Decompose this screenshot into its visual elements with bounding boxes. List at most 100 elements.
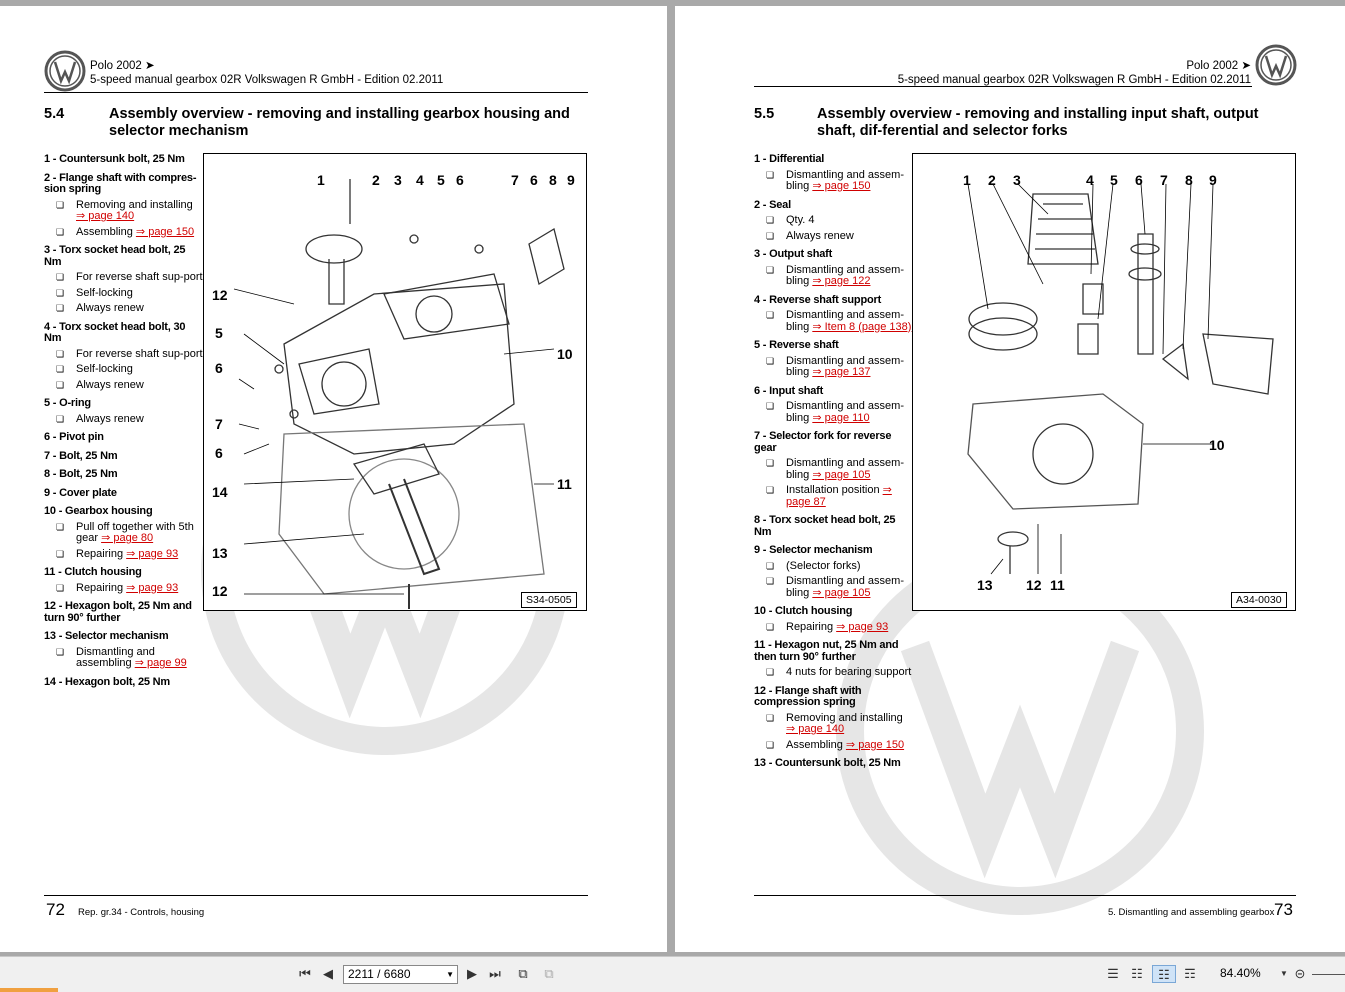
callout-5: 5 xyxy=(437,172,445,188)
callout-4: 4 xyxy=(1086,172,1094,188)
go-forward-icon: ⧉ xyxy=(544,966,554,981)
page-link[interactable]: ⇒ page 93 xyxy=(126,581,179,594)
callout-10: 10 xyxy=(1209,437,1225,453)
continuous-facing-view-button[interactable]: ☶ xyxy=(1181,965,1199,983)
first-page-button[interactable]: ⏮ xyxy=(296,965,314,983)
sub-item-text: Always renew xyxy=(786,229,854,242)
first-page-icon: ⏮ xyxy=(299,966,311,981)
callout-1: 1 xyxy=(317,172,325,188)
list-item-title: 3 - Torx socket head bolt, 25 Nm xyxy=(44,244,186,268)
callout-13: 13 xyxy=(977,577,993,593)
callout-5b: 5 xyxy=(215,325,223,341)
callout-1: 1 xyxy=(963,172,971,188)
figure-label: S34-0505 xyxy=(521,592,577,608)
sub-item-text: Removing and installing xyxy=(76,198,193,211)
page-link[interactable]: ⇒ page 105 xyxy=(812,468,871,481)
sub-item-text: (Selector forks) xyxy=(786,559,861,572)
go-forward-button[interactable]: ⧉ xyxy=(539,965,559,983)
list-item-title: 14 - Hexagon bolt, 25 Nm xyxy=(44,675,171,688)
chevron-down-icon[interactable]: ▼ xyxy=(446,970,454,979)
list-sub-item: Installation position ⇒ page 87 xyxy=(754,484,914,508)
callout-12: 12 xyxy=(212,287,228,303)
sub-item-text: Dismantling and assem-bling xyxy=(786,575,904,599)
callout-12b: 12 xyxy=(212,583,228,599)
callout-10: 10 xyxy=(557,346,573,362)
page-link[interactable]: ⇒ page 80 xyxy=(101,532,154,544)
section-number: 5.5 xyxy=(754,106,775,122)
list-item-title: 9 - Cover plate xyxy=(44,486,117,499)
zoom-level[interactable]: 84.40% xyxy=(1220,966,1261,980)
last-page-button[interactable]: ⏭ xyxy=(486,965,504,983)
go-back-button[interactable]: ⧉ xyxy=(513,965,533,983)
zoom-dropdown-button[interactable]: ▼ xyxy=(1278,965,1290,983)
list-sub-item: Dismantling and assem-bling ⇒ Item 8 (pa… xyxy=(754,309,914,333)
section-title: Assembly overview - removing and install… xyxy=(109,106,570,139)
callout-2: 2 xyxy=(372,172,380,188)
page-link[interactable]: ⇒ page 93 xyxy=(836,620,889,633)
footer-rule xyxy=(44,895,588,896)
section-number: 5.4 xyxy=(44,106,65,122)
page-link[interactable]: ⇒ page 110 xyxy=(812,411,870,424)
continuous-view-button[interactable]: ☷ xyxy=(1128,965,1146,983)
page-link[interactable]: ⇒ page 150 xyxy=(135,225,195,238)
list-sub-item: Self-locking xyxy=(44,363,204,376)
list-sub-item: Assembling ⇒ page 150 xyxy=(754,738,914,752)
footer-text: 5. Dismantling and assembling gearbox xyxy=(1108,907,1275,918)
zoom-slider[interactable] xyxy=(1312,974,1345,975)
list-sub-item: Dismantling and assem-bling ⇒ page 110 xyxy=(754,400,914,424)
callout-5: 5 xyxy=(1110,172,1118,188)
single-page-view-button[interactable]: ☰ xyxy=(1104,965,1122,983)
zoom-out-icon: ⊝ xyxy=(1294,966,1306,981)
list-item-title: 5 - Reverse shaft xyxy=(754,339,839,351)
page-link[interactable]: ⇒ page 140 xyxy=(76,210,135,222)
callout-7: 7 xyxy=(511,172,519,188)
page-link[interactable]: ⇒ page 93 xyxy=(126,547,179,560)
single-page-icon: ☰ xyxy=(1107,966,1119,981)
vw-logo-icon xyxy=(1255,44,1297,86)
sub-item-text: Self-locking xyxy=(76,363,133,375)
page-link[interactable]: ⇒ Item 8 (page 138) xyxy=(812,320,912,333)
sub-item-text: Assembling xyxy=(76,225,133,238)
diagram-drawing xyxy=(233,179,565,609)
page-header: Polo 2002 ➤ 5-speed manual gearbox 02R V… xyxy=(851,59,1251,87)
page-link[interactable]: ⇒ page 140 xyxy=(786,723,845,735)
list-sub-item: Removing and installing ⇒ page 140 xyxy=(754,712,914,736)
page-link[interactable]: ⇒ page 99 xyxy=(134,657,187,669)
list-item-title: 1 - Differential xyxy=(754,153,825,165)
list-sub-item: Repairing ⇒ page 93 xyxy=(754,620,914,634)
list-item-title: 9 - Selector mechanism xyxy=(754,544,873,556)
list-item-title: 12 - Flange shaft with compression sprin… xyxy=(754,684,862,708)
previous-page-button[interactable]: ◀ xyxy=(320,965,336,983)
page-number-field[interactable]: 2211 / 6680 ▼ xyxy=(343,965,458,984)
list-sub-item: Dismantling and assem-bling ⇒ page 150 xyxy=(754,169,914,193)
next-page-button[interactable]: ▶ xyxy=(464,965,480,983)
header-rule xyxy=(754,86,1252,87)
zoom-out-button[interactable]: ⊝ xyxy=(1292,965,1308,983)
page-link[interactable]: ⇒ page 137 xyxy=(812,366,871,378)
viewer-toolbar: ⏮ ◀ 2211 / 6680 ▼ ▶ ⏭ ⧉ ⧉ ☰ ☷ ☷ ☶ 84.40%… xyxy=(0,956,1345,992)
callout-3: 3 xyxy=(394,172,402,188)
chevron-down-icon: ▼ xyxy=(1280,969,1288,978)
header-model: Polo 2002 ➤ xyxy=(90,60,155,72)
page-link[interactable]: ⇒ page 122 xyxy=(812,275,871,287)
sub-item-text: For reverse shaft sup-port xyxy=(76,271,203,283)
facing-view-button[interactable]: ☷ xyxy=(1152,965,1176,983)
callout-6: 6 xyxy=(1135,172,1143,188)
callout-14: 14 xyxy=(212,484,228,500)
list-item-title: 4 - Torx socket head bolt, 30 Nm xyxy=(44,320,186,344)
callout-4: 4 xyxy=(416,172,424,188)
page-link[interactable]: ⇒ page 150 xyxy=(845,738,905,751)
page-link[interactable]: ⇒ page 105 xyxy=(812,586,871,599)
list-sub-item: Always renew xyxy=(44,302,204,315)
next-page-icon: ▶ xyxy=(467,966,477,981)
list-sub-item: For reverse shaft sup-port xyxy=(44,271,204,284)
list-sub-item: Removing and installing ⇒ page 140 xyxy=(44,198,204,223)
list-sub-item: Always renew xyxy=(44,379,204,392)
page-link[interactable]: ⇒ page 150 xyxy=(812,180,871,192)
callout-6b: 6 xyxy=(530,172,538,188)
list-item-title: 5 - O-ring xyxy=(44,397,91,409)
sub-item-text: Dismantling and assem-bling xyxy=(786,263,904,287)
sub-item-text: Always renew xyxy=(76,412,144,425)
last-page-icon: ⏭ xyxy=(489,966,501,981)
page-link[interactable]: ⇒ page 87 xyxy=(786,484,892,508)
